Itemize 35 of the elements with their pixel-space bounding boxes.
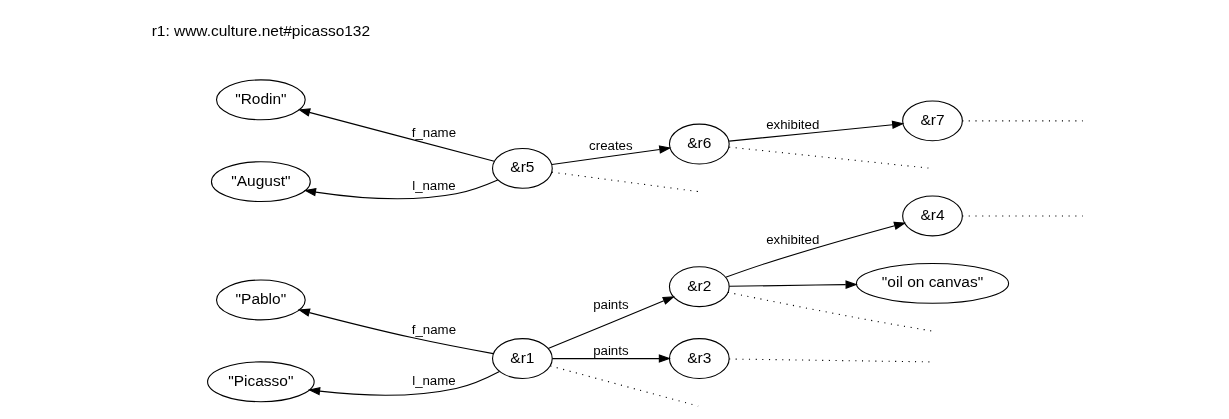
arrow [297, 308, 494, 355]
arrow [728, 120, 904, 142]
node-ellipse: "Pablo" [215, 279, 306, 321]
node-ellipse: "oil on canvas" [855, 262, 1009, 304]
node-ellipse: &r3 [668, 338, 730, 380]
edge-label: exhibited [765, 232, 819, 248]
node-ellipse: "Picasso" [206, 361, 315, 403]
node-ellipse: "Rodin" [215, 79, 306, 121]
connector [550, 171, 699, 193]
arrow [724, 221, 906, 278]
arrow [547, 296, 675, 349]
node-ellipse: &r7 [901, 100, 963, 142]
edge-label: paints [592, 342, 629, 358]
arrow [303, 179, 498, 200]
arrow [551, 354, 671, 363]
node-ellipse: &r2 [668, 266, 730, 308]
edge-label: exhibited [765, 117, 819, 133]
arrow [297, 108, 495, 162]
arrow [728, 280, 858, 289]
connector [549, 365, 699, 407]
node-ellipse: &r1 [491, 338, 553, 380]
label: r1: www.culture.net#picasso132 [151, 22, 370, 40]
node-ellipse: &r4 [901, 195, 963, 237]
edge-label: creates [588, 138, 633, 154]
edge-label: l_name [411, 178, 456, 194]
node-ellipse: &r6 [668, 123, 730, 165]
node-ellipse: "August" [210, 161, 311, 203]
edge-label: paints [592, 297, 629, 313]
connector [726, 291, 932, 332]
edge-label: f_name [411, 124, 456, 140]
edge-label: l_name [411, 372, 456, 388]
arrow [550, 145, 671, 165]
node-ellipse: &r5 [491, 147, 553, 189]
edge-label: f_name [411, 321, 456, 337]
arrow [307, 370, 500, 396]
